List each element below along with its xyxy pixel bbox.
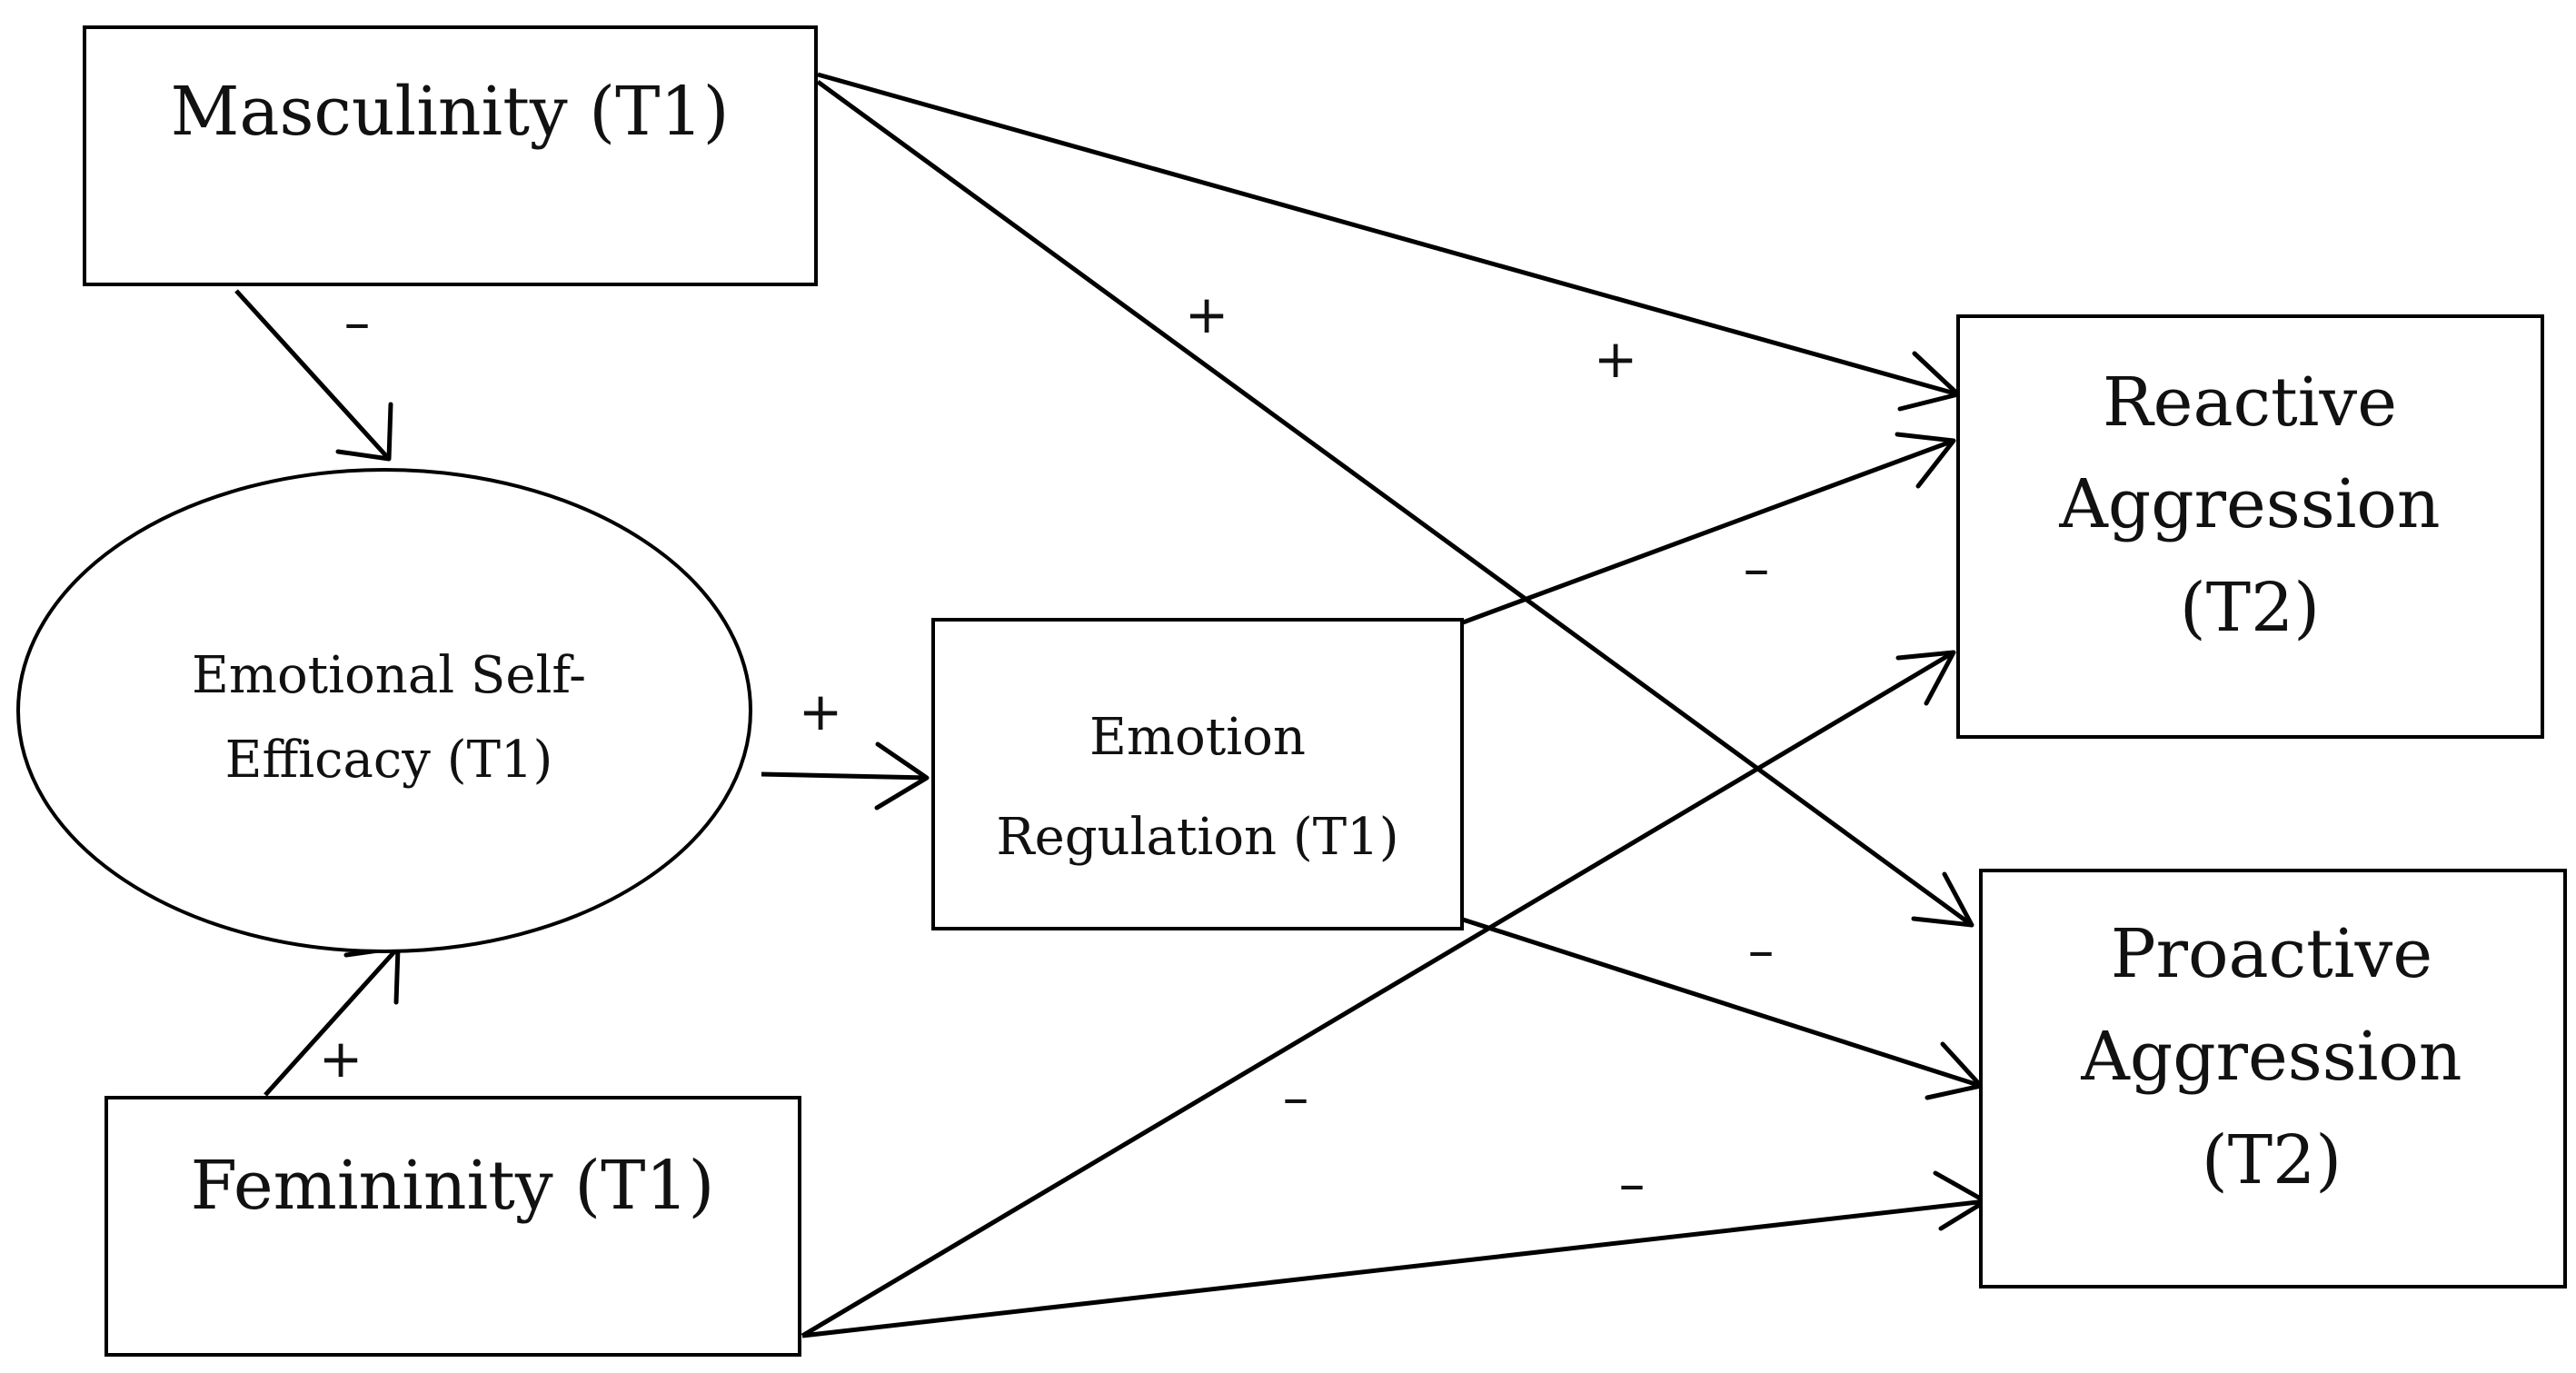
sign-regulation-to-reactive: – [1744, 538, 1770, 600]
sign-femininity-to-self-efficacy: + [319, 1028, 363, 1089]
sign-regulation-to-proactive: – [1748, 920, 1775, 981]
node-emotional-self-efficacy: Emotional Self- Efficacy (T1) [16, 468, 752, 953]
node-emotion-regulation: Emotion Regulation (T1) [931, 618, 1464, 930]
arrow-masculinity-to-self-efficacy [234, 289, 393, 462]
arrow-masculinity-to-reactive [817, 72, 1961, 412]
arrow-regulation-to-proactive [1462, 917, 1984, 1100]
arrow-masculinity-to-proactive [816, 79, 1974, 928]
sign-masculinity-to-reactive: + [1594, 328, 1638, 390]
arrow-self-efficacy-to-regulation [761, 741, 930, 811]
node-proactive-aggression: Proactive Aggression (T2) [1979, 869, 2567, 1288]
femininity-label: Femininity (T1) [191, 1147, 715, 1225]
proactive-label-line-3: (T2) [2202, 1121, 2342, 1199]
arrow-femininity-to-reactive [801, 650, 1956, 1338]
self-efficacy-label-line-2: Efficacy (T1) [225, 731, 553, 790]
proactive-label-line-2: Aggression [2080, 1018, 2462, 1096]
self-efficacy-label-line-1: Emotional Self- [192, 646, 586, 705]
sign-self-efficacy-to-regulation: + [799, 681, 843, 742]
reactive-label-line-2: Aggression [2058, 465, 2440, 543]
arrow-femininity-to-proactive [801, 1170, 1988, 1338]
node-reactive-aggression: Reactive Aggression (T2) [1956, 314, 2544, 739]
masculinity-label: Masculinity (T1) [171, 73, 730, 151]
sign-masculinity-to-self-efficacy: – [344, 292, 371, 353]
node-femininity: Femininity (T1) [104, 1096, 801, 1357]
regulation-label-line-2: Regulation (T1) [996, 808, 1398, 867]
sign-femininity-to-proactive: – [1619, 1153, 1646, 1215]
sign-masculinity-to-proactive: + [1185, 284, 1229, 345]
regulation-label-line-1: Emotion [1089, 708, 1306, 767]
sign-femininity-to-reactive: – [1283, 1067, 1309, 1129]
path-signs: – + + + + – – – – [319, 284, 1775, 1215]
arrow-regulation-to-reactive [1462, 432, 1956, 625]
reactive-label-line-3: (T2) [2180, 569, 2320, 647]
path-arrows [234, 72, 1988, 1338]
node-masculinity: Masculinity (T1) [83, 25, 818, 286]
reactive-label-line-1: Reactive [2103, 363, 2397, 442]
proactive-label-line-1: Proactive [2111, 915, 2432, 993]
